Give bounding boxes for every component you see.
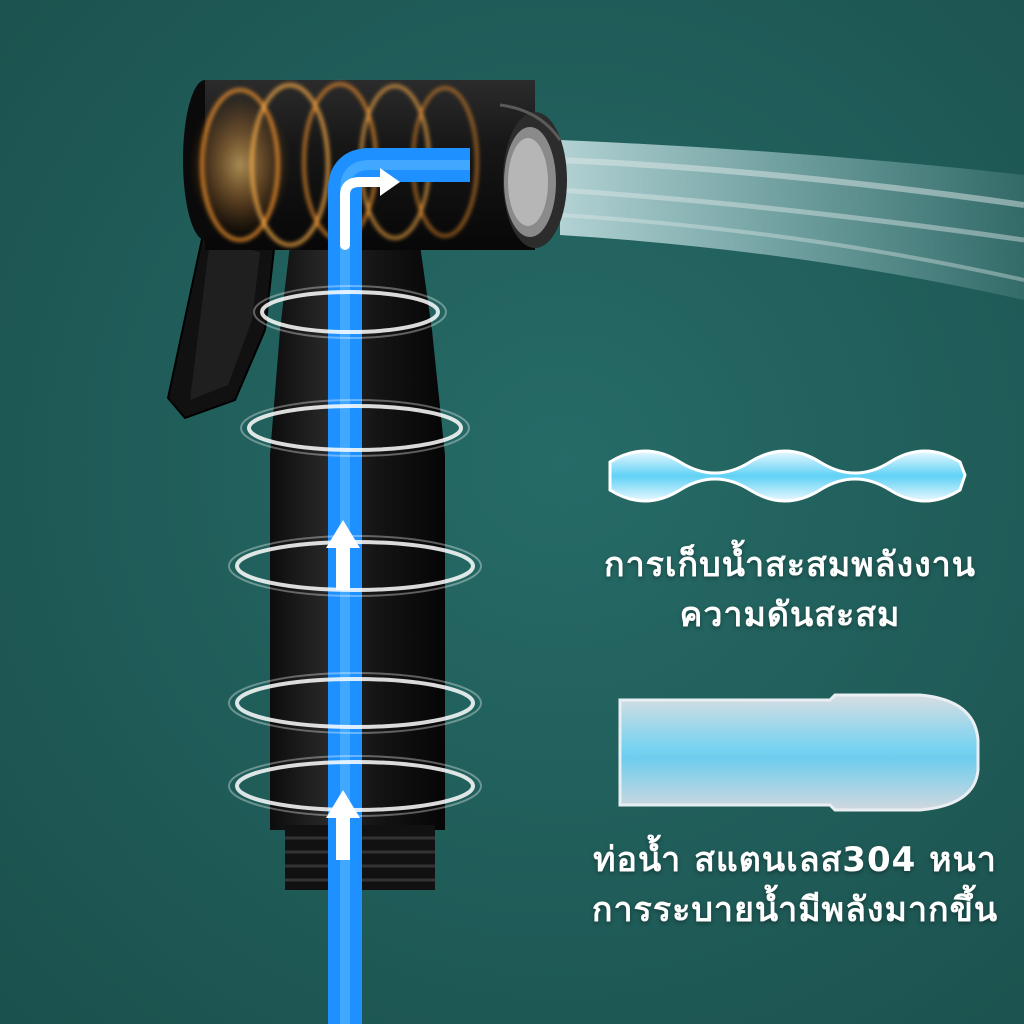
water-storage-line1: การเก็บน้ำสะสมพลังงาน [603, 545, 977, 585]
water-spray [559, 140, 1024, 300]
water-storage-caption: การเก็บน้ำสะสมพลังงาน ความดันสะสม [600, 540, 980, 640]
pressure-rings [228, 285, 482, 817]
stainless-pipe-line1: ท่อน้ำ สแตนเลส304 หนา [593, 840, 997, 880]
stainless-pipe-icon [618, 693, 980, 812]
water-flow [326, 148, 470, 1024]
water-storage-line2: ความดันสะสม [679, 595, 901, 635]
water-storage-wave-icon [608, 449, 967, 503]
stainless-pipe-caption: ท่อน้ำ สแตนเลส304 หนา การระบายน้ำมีพลังม… [585, 835, 1005, 935]
stainless-pipe-line2: การระบายน้ำมีพลังมากขึ้น [591, 890, 999, 930]
